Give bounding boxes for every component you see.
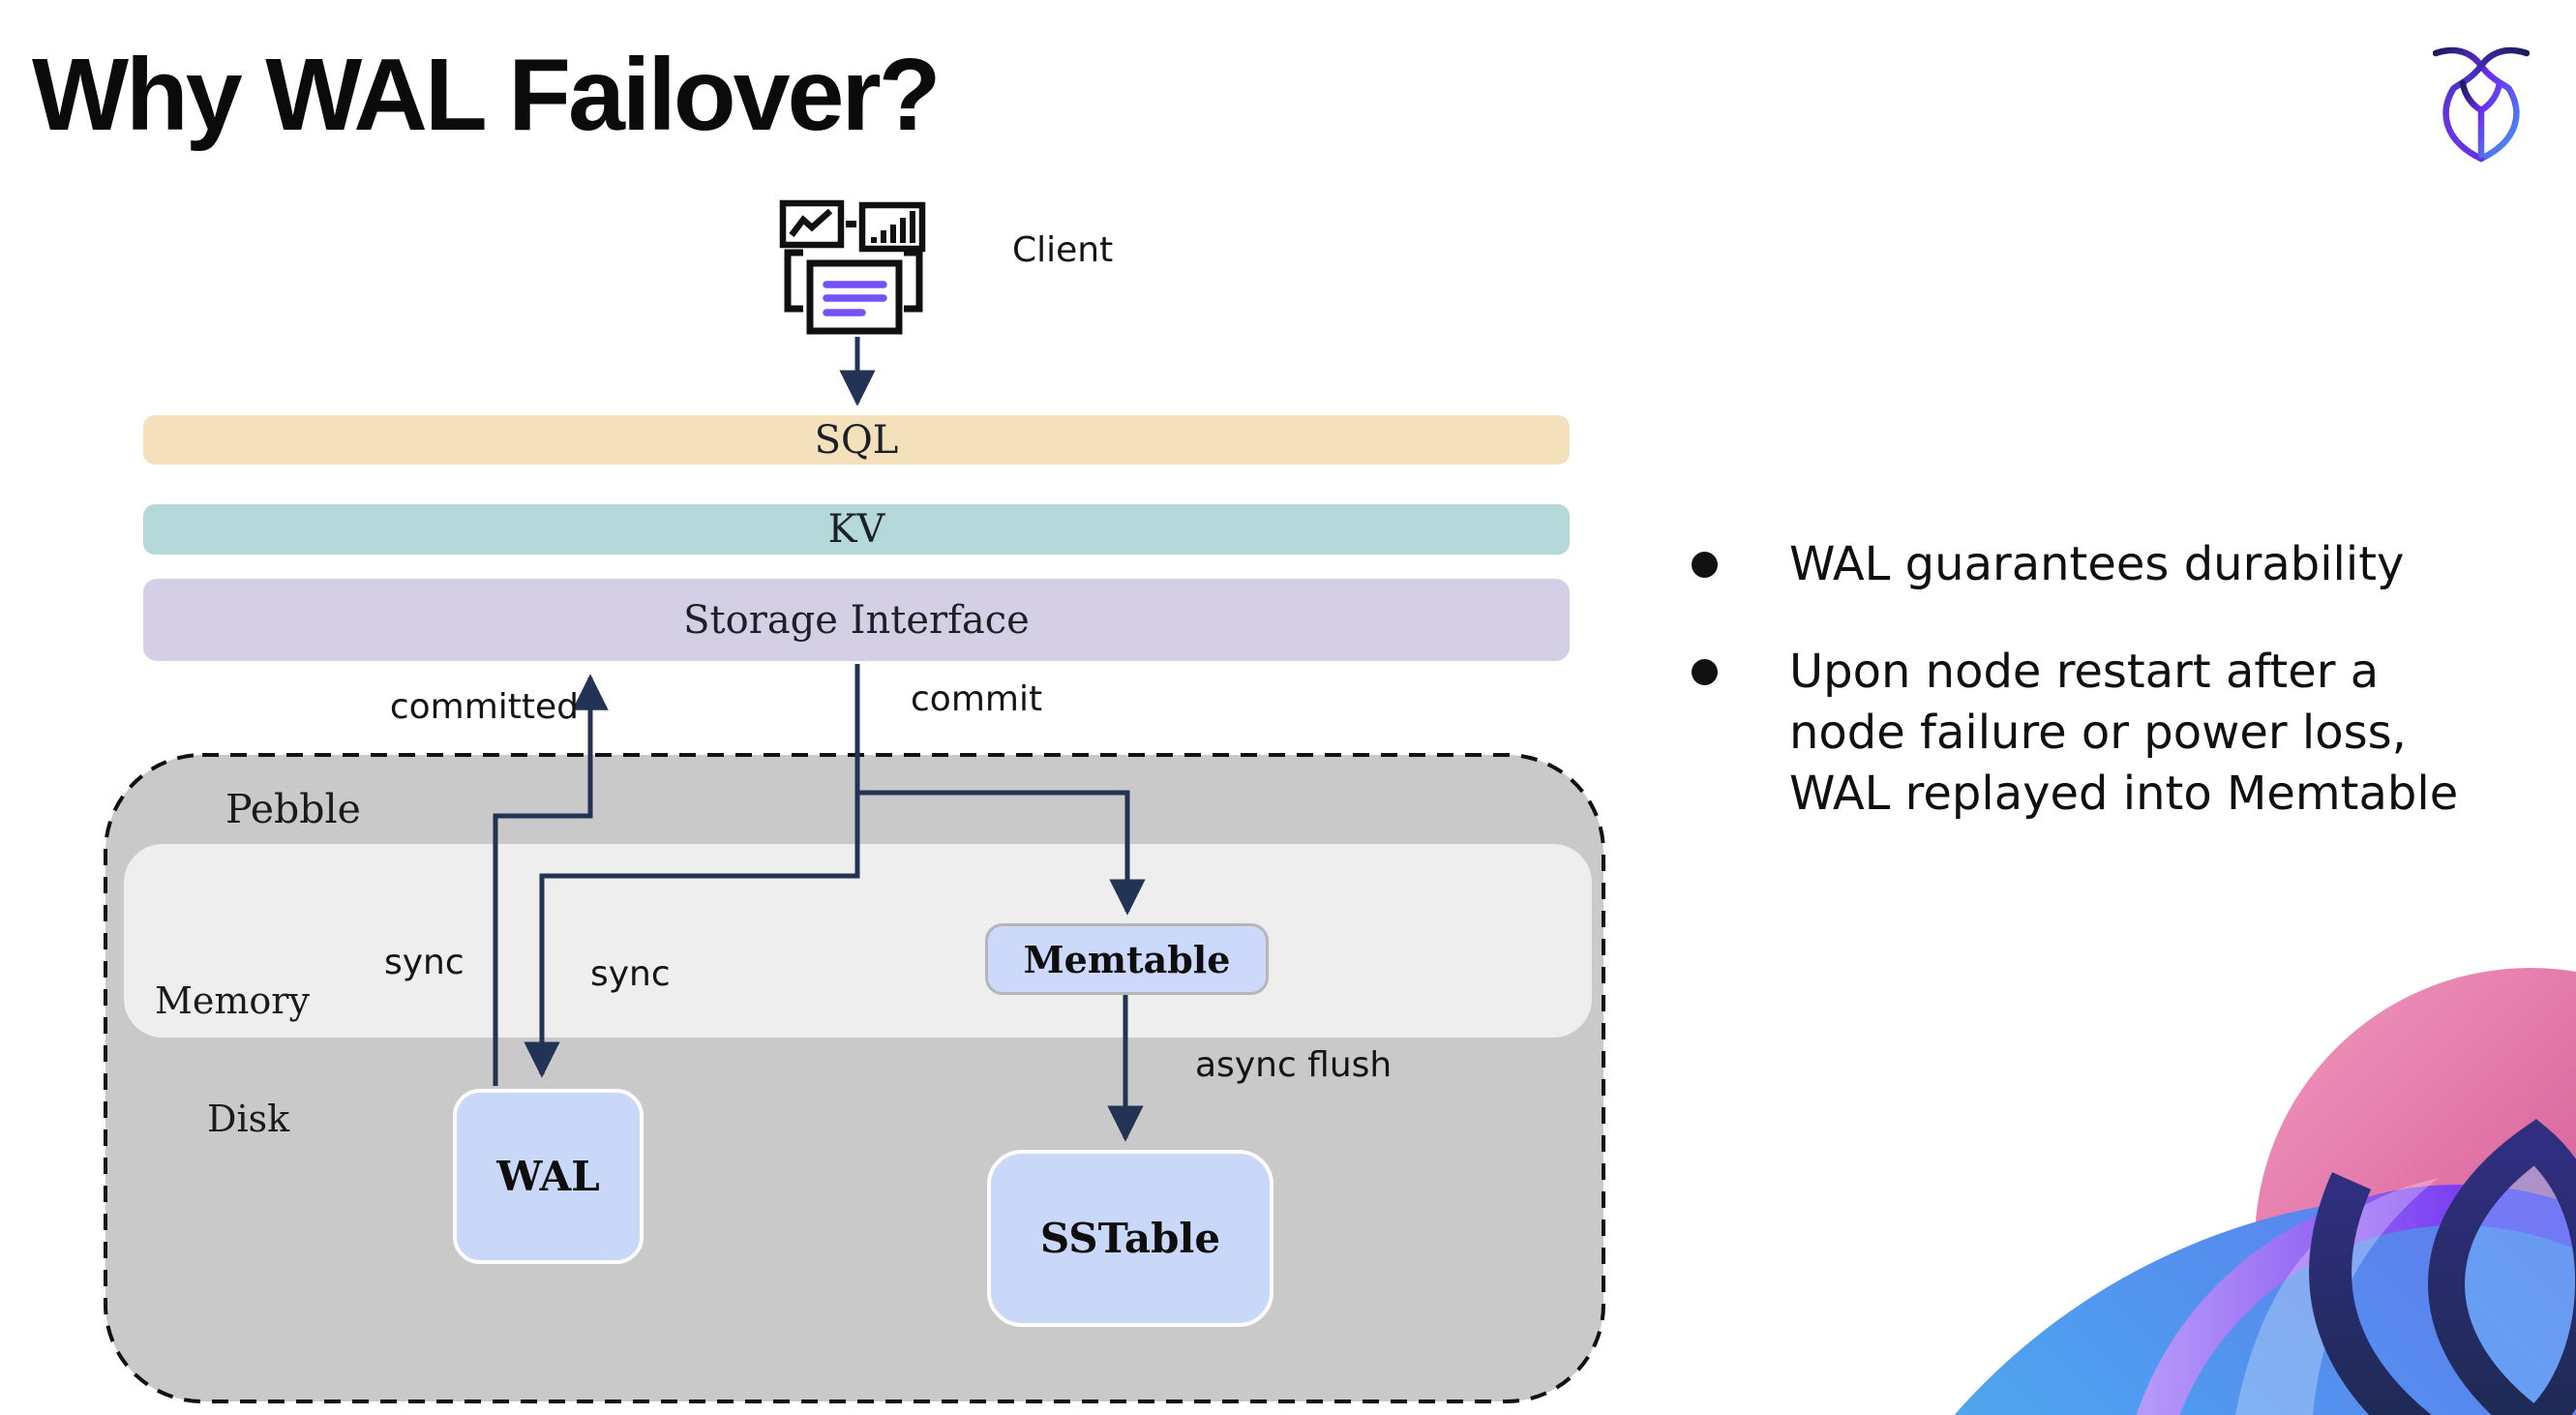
edge-label-sync-right: sync bbox=[590, 954, 671, 994]
list-item: WAL guarantees durability bbox=[1692, 534, 2543, 595]
bullet-dot bbox=[1692, 659, 1718, 685]
node-wal-label: WAL bbox=[496, 1153, 600, 1200]
arrow-sync-to-wal bbox=[524, 664, 860, 1078]
bullet-text: WAL guarantees durability bbox=[1789, 537, 2405, 591]
bullet-text: Upon node restart after a node failure o… bbox=[1789, 645, 2459, 821]
layer-kv-label: KV bbox=[827, 507, 885, 552]
cockroachdb-logo-icon bbox=[2433, 45, 2530, 166]
bullet-list: WAL guarantees durability Upon node rest… bbox=[1692, 534, 2543, 825]
edge-label-commit: commit bbox=[911, 679, 1043, 719]
client-label: Client bbox=[1012, 230, 1114, 270]
node-memtable: Memtable bbox=[985, 923, 1269, 995]
layer-sql: SQL bbox=[143, 415, 1570, 465]
edge-label-committed: committed bbox=[389, 687, 579, 727]
memory-band bbox=[124, 844, 1592, 1038]
node-memtable-label: Memtable bbox=[1023, 937, 1231, 981]
node-wal: WAL bbox=[453, 1089, 644, 1264]
layer-storage-label: Storage Interface bbox=[683, 597, 1030, 643]
edge-label-async-flush: async flush bbox=[1195, 1045, 1393, 1085]
list-item: Upon node restart after a node failure o… bbox=[1692, 642, 2543, 825]
layer-kv: KV bbox=[143, 504, 1570, 555]
arrow-committed bbox=[493, 674, 609, 1086]
page-title: Why WAL Failover? bbox=[32, 38, 941, 152]
pebble-label: Pebble bbox=[225, 786, 361, 832]
memory-label: Memory bbox=[155, 979, 310, 1022]
node-sstable: SSTable bbox=[987, 1150, 1273, 1327]
client-icon bbox=[777, 197, 930, 335]
edge-label-sync-left: sync bbox=[384, 943, 464, 982]
brand-corner-graphic-icon bbox=[1897, 948, 2576, 1415]
bar-chart-glyph bbox=[871, 211, 915, 243]
layer-sql-label: SQL bbox=[814, 417, 899, 463]
bullet-dot bbox=[1692, 552, 1718, 578]
document-lines-glyph bbox=[823, 281, 887, 316]
disk-label: Disk bbox=[207, 1098, 290, 1140]
line-chart-glyph bbox=[789, 208, 833, 237]
arrow-commit-to-memtable bbox=[857, 790, 1146, 916]
layer-storage-interface: Storage Interface bbox=[143, 579, 1570, 661]
node-sstable-label: SSTable bbox=[1039, 1215, 1221, 1262]
